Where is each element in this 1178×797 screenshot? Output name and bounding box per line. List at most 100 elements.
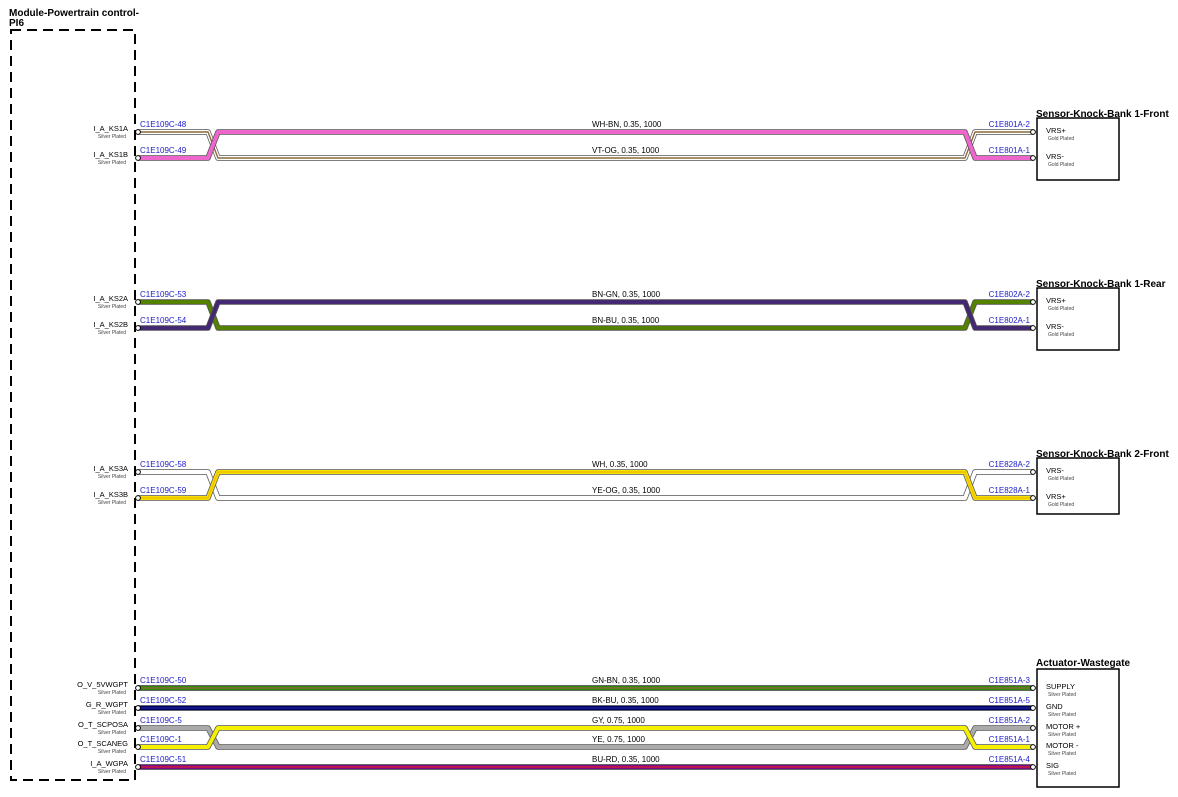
left-connector-label: C1E109C-58 xyxy=(140,460,187,469)
left-pin-name: I_A_KS2A xyxy=(93,294,128,303)
wire-outline xyxy=(138,469,1033,501)
left-connector-label: C1E109C-1 xyxy=(140,735,182,744)
wire-outline xyxy=(138,725,1033,750)
left-connector-label: C1E109C-49 xyxy=(140,146,187,155)
right-pin-name: VRS- xyxy=(1046,152,1064,161)
wire-stripe xyxy=(138,471,1033,499)
right-pin-plating: Gold Plated xyxy=(1048,136,1074,142)
wire-spec-label: WH-BN, 0.35, 1000 xyxy=(592,120,662,129)
right-terminal xyxy=(1030,685,1036,691)
left-pin-plating: Silver Plated xyxy=(98,749,126,755)
left-pin-plating: Silver Plated xyxy=(98,769,126,775)
right-pin-name: GND xyxy=(1046,702,1063,711)
component-title: Sensor-Knock-Bank 1-Front xyxy=(1036,109,1169,120)
component-box xyxy=(1036,457,1120,515)
left-connector-label: C1E109C-5 xyxy=(140,716,182,725)
right-terminal xyxy=(1030,129,1036,135)
wire-spec-label: BK-BU, 0.35, 1000 xyxy=(592,696,659,705)
right-pin-plating: Silver Plated xyxy=(1048,712,1076,718)
right-pin-plating: Silver Plated xyxy=(1048,771,1076,777)
wire-core[interactable] xyxy=(138,726,1033,749)
right-terminal xyxy=(1030,764,1036,770)
right-pin-plating: Gold Plated xyxy=(1048,162,1074,168)
labels-layer: Sensor-Knock-Bank 1-FrontI_A_KS1ASilver … xyxy=(77,109,1169,788)
right-terminal xyxy=(1030,299,1036,305)
right-connector-label: C1E851A-1 xyxy=(989,735,1031,744)
left-connector-label: C1E109C-48 xyxy=(140,120,187,129)
left-terminal xyxy=(135,299,141,305)
right-pin-plating: Silver Plated xyxy=(1048,751,1076,757)
component-title: Sensor-Knock-Bank 2-Front xyxy=(1036,449,1169,460)
right-connector-label: C1E801A-2 xyxy=(989,120,1031,129)
left-pin-name: O_T_SCPOSA xyxy=(78,720,128,729)
right-connector-label: C1E851A-3 xyxy=(989,676,1031,685)
left-pin-plating: Silver Plated xyxy=(98,690,126,696)
component-box xyxy=(1036,668,1120,788)
module-title-line2: PI6 xyxy=(9,18,24,29)
wire-core[interactable] xyxy=(138,300,1033,330)
module-outline xyxy=(10,29,136,781)
left-pin-plating: Silver Plated xyxy=(98,710,126,716)
wire-outline xyxy=(138,299,1033,331)
wire-core[interactable] xyxy=(138,470,1033,500)
left-connector-label: C1E109C-59 xyxy=(140,486,187,495)
right-pin-name: VRS- xyxy=(1046,322,1064,331)
wire-core[interactable] xyxy=(138,300,1033,330)
left-pin-name: I_A_WGPA xyxy=(90,759,128,768)
left-pin-name: I_A_KS2B xyxy=(93,320,128,329)
right-connector-label: C1E801A-1 xyxy=(989,146,1031,155)
left-pin-plating: Silver Plated xyxy=(98,160,126,166)
left-terminal xyxy=(135,685,141,691)
wire-outline xyxy=(138,469,1033,501)
right-connector-label: C1E851A-4 xyxy=(989,755,1031,764)
left-pin-name: I_A_KS3B xyxy=(93,490,128,499)
right-connector-label: C1E851A-2 xyxy=(989,716,1031,725)
left-terminal xyxy=(135,744,141,750)
left-connector-label: C1E109C-50 xyxy=(140,676,187,685)
right-pin-name: MOTOR - xyxy=(1046,741,1079,750)
right-connector-label: C1E828A-2 xyxy=(989,460,1031,469)
left-pin-name: G_R_WGPT xyxy=(86,700,129,709)
wire-stripe xyxy=(138,471,1033,499)
right-terminal xyxy=(1030,155,1036,161)
left-pin-name: I_A_KS1A xyxy=(93,124,128,133)
right-terminal xyxy=(1030,725,1036,731)
right-connector-label: C1E802A-1 xyxy=(989,316,1031,325)
right-terminal xyxy=(1030,744,1036,750)
right-connector-label: C1E828A-1 xyxy=(989,486,1031,495)
left-terminal xyxy=(135,469,141,475)
wire-outline xyxy=(138,129,1033,161)
wire-core[interactable] xyxy=(138,726,1033,749)
wire-core[interactable] xyxy=(138,470,1033,500)
left-pin-name: O_T_SCANEG xyxy=(78,739,129,748)
wire-spec-label: YE, 0.75, 1000 xyxy=(592,735,645,744)
right-connector-label: C1E802A-2 xyxy=(989,290,1031,299)
component-title: Actuator-Wastegate xyxy=(1036,658,1131,669)
wire-stripe xyxy=(138,301,1033,329)
right-pin-plating: Gold Plated xyxy=(1048,332,1074,338)
left-pin-name: I_A_KS3A xyxy=(93,464,128,473)
left-pin-plating: Silver Plated xyxy=(98,134,126,140)
wire-outline xyxy=(138,725,1033,750)
left-pin-name: I_A_KS1B xyxy=(93,150,128,159)
left-connector-label: C1E109C-54 xyxy=(140,316,187,325)
wire-spec-label: BN-BU, 0.35, 1000 xyxy=(592,316,660,325)
wires-layer xyxy=(138,129,1033,770)
right-pin-plating: Gold Plated xyxy=(1048,476,1074,482)
wire-core[interactable] xyxy=(138,130,1033,160)
wire-spec-label: GY, 0.75, 1000 xyxy=(592,716,645,725)
left-terminal xyxy=(135,764,141,770)
wire-spec-label: GN-BN, 0.35, 1000 xyxy=(592,676,661,685)
right-pin-name: SIG xyxy=(1046,761,1059,770)
wire-stripe xyxy=(138,301,1033,329)
right-pin-plating: Gold Plated xyxy=(1048,502,1074,508)
wire-core[interactable] xyxy=(138,130,1033,160)
wire-stripe xyxy=(138,131,1033,159)
left-connector-label: C1E109C-52 xyxy=(140,696,187,705)
left-terminal xyxy=(135,495,141,501)
wire-outline xyxy=(138,129,1033,161)
component-box xyxy=(1036,117,1120,181)
left-terminal xyxy=(135,705,141,711)
right-terminal xyxy=(1030,325,1036,331)
